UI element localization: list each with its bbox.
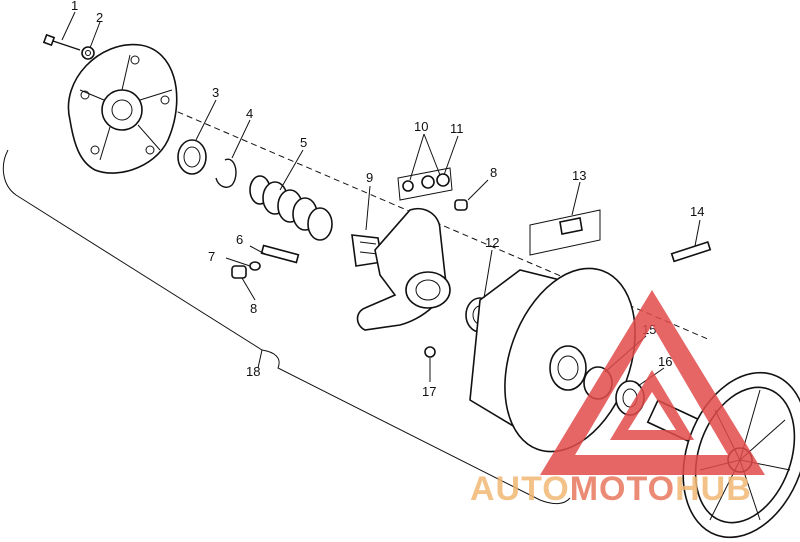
callout-11: 11	[450, 121, 464, 136]
callout-18: 18	[246, 364, 260, 379]
watermark-part-c: HUB	[675, 470, 752, 508]
bolt	[42, 33, 81, 51]
roller	[249, 261, 261, 271]
watermark-triangle-icon	[540, 290, 765, 475]
drive-wheel	[646, 371, 800, 539]
callout-14: 14	[690, 204, 704, 219]
callout-7: 7	[208, 249, 215, 264]
moveable-arm	[356, 208, 451, 331]
callout-2: 2	[96, 10, 103, 25]
pin	[260, 244, 300, 264]
washer	[81, 46, 95, 60]
callout-6: 6	[236, 232, 243, 247]
assembly-bracket	[2, 149, 571, 505]
snap-ring	[215, 158, 237, 188]
cap-lower	[231, 265, 247, 279]
callout-16: 16	[658, 354, 672, 369]
callout-8-lower: 8	[250, 301, 257, 316]
callout-8-upper: 8	[490, 165, 497, 180]
callout-5: 5	[300, 135, 307, 150]
callout-9: 9	[366, 170, 373, 185]
callout-3: 3	[212, 85, 219, 100]
callout-17: 17	[422, 384, 436, 399]
callout-12: 12	[485, 235, 499, 250]
watermark-inner-triangle-icon	[610, 370, 694, 440]
cap-upper	[454, 199, 468, 211]
callout-10: 10	[414, 119, 428, 134]
retainer-clip	[529, 209, 601, 256]
svg-text:AUTOMOTOHUB: AUTOMOTOHUB	[470, 470, 752, 508]
bushing	[177, 139, 207, 175]
shaft-rod	[670, 241, 712, 263]
watermark-part-a: AUTO	[470, 470, 570, 508]
set-screw	[424, 346, 436, 358]
callout-1: 1	[71, 0, 78, 13]
spring	[249, 175, 333, 241]
nut-set	[397, 167, 453, 201]
watermark-logo: AUTOMOTOHUB	[470, 290, 765, 508]
callout-labels: 1 2 3 4 5 6 7 8 9 10 11 8 12 13 14 15 16…	[71, 0, 704, 399]
callout-4: 4	[246, 106, 253, 121]
driven-clutch-cover	[67, 43, 178, 174]
watermark-part-b: MOTO	[570, 470, 675, 508]
callout-13: 13	[572, 168, 586, 183]
